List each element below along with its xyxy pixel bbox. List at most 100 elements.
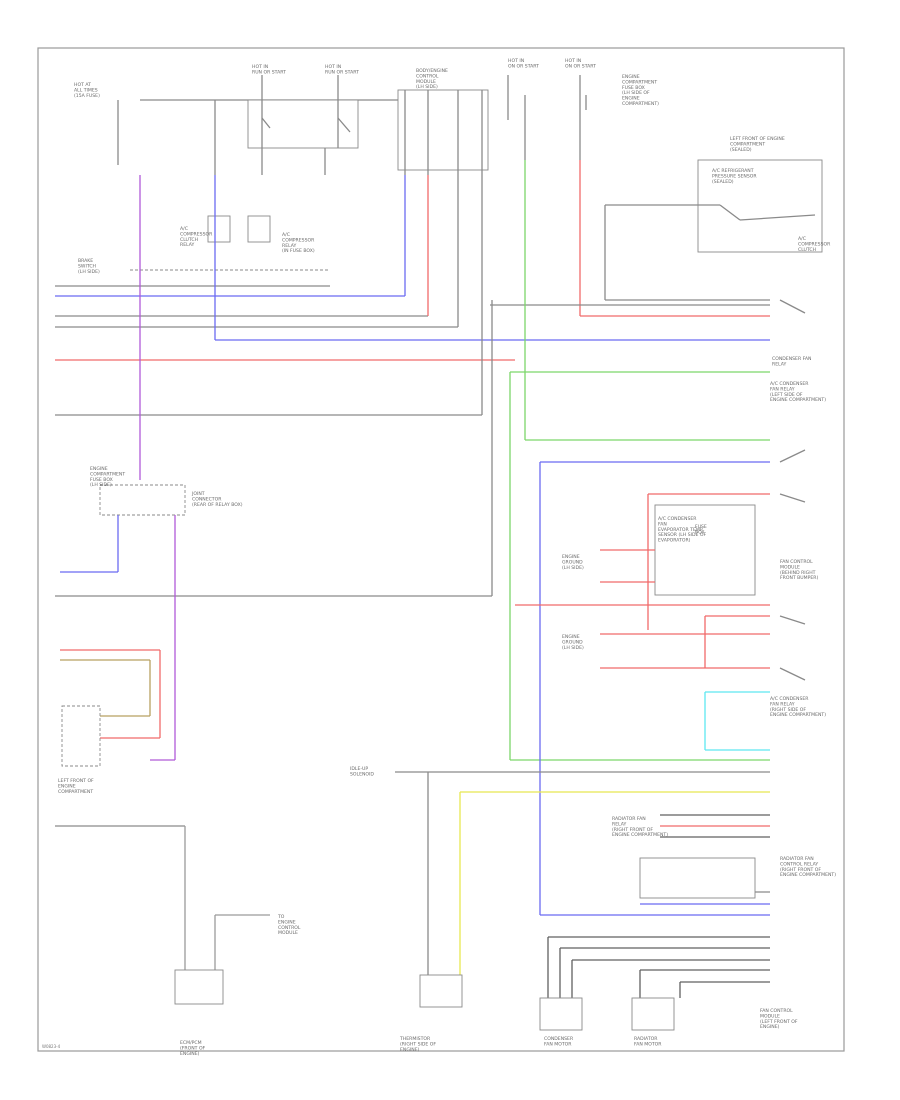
label-line: RELAY xyxy=(180,242,195,248)
label-line: ENGINE xyxy=(622,96,640,102)
evaporator-box xyxy=(654,504,756,596)
label-line: HOT IN xyxy=(508,58,524,64)
label-line: GROUND xyxy=(562,639,583,645)
label-line: (LH SIDE) xyxy=(562,565,584,571)
label-line: (REAR OF RELAY BOX) xyxy=(192,502,243,508)
label-line: PRESSURE SENSOR xyxy=(712,173,757,179)
label-line: A/C xyxy=(798,236,806,242)
label-line: MODULE xyxy=(760,1013,780,1019)
label-line: SWITCH xyxy=(78,263,96,269)
label-line: A/C REFRIGERANT xyxy=(712,168,754,174)
label-line: FAN CONTROL xyxy=(760,1008,793,1014)
label-line: RUN OR START xyxy=(325,69,359,75)
label-line: ON OR START xyxy=(565,63,596,69)
label-line: CONDENSER xyxy=(544,1036,574,1042)
label-line: (LEFT SIDE OF xyxy=(770,392,803,398)
label-line: ENGINE xyxy=(562,554,580,560)
label-line: COMPARTMENT xyxy=(730,141,765,147)
label-line: BOX xyxy=(695,529,705,535)
label-line: RADIATOR FAN xyxy=(612,816,646,822)
label-line: FUSE xyxy=(695,524,707,530)
label-line: A/C xyxy=(282,232,290,238)
label-line: CONTROL xyxy=(416,73,439,79)
label-line: FAN xyxy=(658,521,667,527)
label-line: FUSE BOX xyxy=(90,477,113,483)
label-line: ENGINE COMPARTMENT) xyxy=(780,872,836,878)
label-line: (SEALED) xyxy=(712,179,734,185)
label-line: GROUND xyxy=(562,559,583,565)
label-line: ENGINE COMPARTMENT) xyxy=(770,397,826,403)
label-line: RELAY xyxy=(282,243,297,249)
label-line: BODY/ENGINE xyxy=(416,68,448,74)
label-line: COMPARTMENT xyxy=(622,79,657,85)
label-line: SOLENOID xyxy=(350,771,374,777)
label-line: SENSOR (LH SIDE OF xyxy=(658,532,706,538)
label-line: ENGINE COMPARTMENT) xyxy=(770,712,826,718)
label-line: FAN MOTOR xyxy=(544,1041,572,1047)
label-line: BRAKE xyxy=(78,258,93,264)
label-line: HOT AT xyxy=(74,82,91,88)
label-line: CLUTCH xyxy=(180,237,198,243)
label-line: HOT IN xyxy=(252,64,268,70)
label-line: MODULE xyxy=(780,564,800,570)
label-line: COMPRESSOR xyxy=(282,237,315,243)
label-line: MODULE xyxy=(416,79,436,85)
label-line: ENGINE xyxy=(278,919,296,925)
label-line: LEFT FRONT OF ENGINE xyxy=(730,136,785,142)
label-line: ENGINE COMPARTMENT) xyxy=(612,832,668,838)
label-line: FAN CONTROL xyxy=(780,559,813,565)
label-line: (BEHIND RIGHT xyxy=(780,570,816,576)
label-line: (LH SIDE) xyxy=(562,645,584,651)
label-line: HOT IN xyxy=(325,64,341,70)
label-line: CLUTCH xyxy=(798,247,816,253)
label-line: HOT IN xyxy=(565,58,581,64)
footer-code: W0823-4 xyxy=(42,1044,61,1049)
label-line: CONTROL RELAY xyxy=(780,861,818,867)
thermistor-box xyxy=(639,857,756,899)
condenser-fan-motor xyxy=(539,997,583,1031)
ac-relay-mid xyxy=(247,215,271,243)
label-line: A/C CONDENSER xyxy=(770,381,809,387)
left-front-ecu-box xyxy=(697,159,823,253)
label-line: RADIATOR xyxy=(634,1036,658,1042)
label-line: CONTROL xyxy=(278,925,301,931)
label-line: ENGINE xyxy=(562,634,580,640)
label-line: IDLE-UP xyxy=(350,766,368,772)
label-line: ON OR START xyxy=(508,63,539,69)
label-line: (RIGHT SIDE OF xyxy=(400,1041,436,1047)
label-line: COMPARTMENT) xyxy=(622,101,659,107)
label-line: (LH SIDE) xyxy=(78,269,100,275)
label-line: RELAY xyxy=(612,821,627,827)
label-line: (LEFT FRONT OF xyxy=(760,1019,798,1025)
compressor-box xyxy=(61,705,101,767)
label-line: ENGINE) xyxy=(180,1051,200,1057)
label-line: FUSE BOX xyxy=(622,85,645,91)
label-line: COMPRESSOR xyxy=(798,241,831,247)
ac-relay-left xyxy=(207,215,231,243)
label-line: A/C CONDENSER xyxy=(770,696,809,702)
label-line: ENGINE xyxy=(58,783,76,789)
ac-pressure-box xyxy=(99,484,186,516)
label-line: ENGINE xyxy=(622,74,640,80)
label-line: (SEALED) xyxy=(730,147,752,153)
label-line: (RIGHT SIDE OF xyxy=(770,707,806,713)
